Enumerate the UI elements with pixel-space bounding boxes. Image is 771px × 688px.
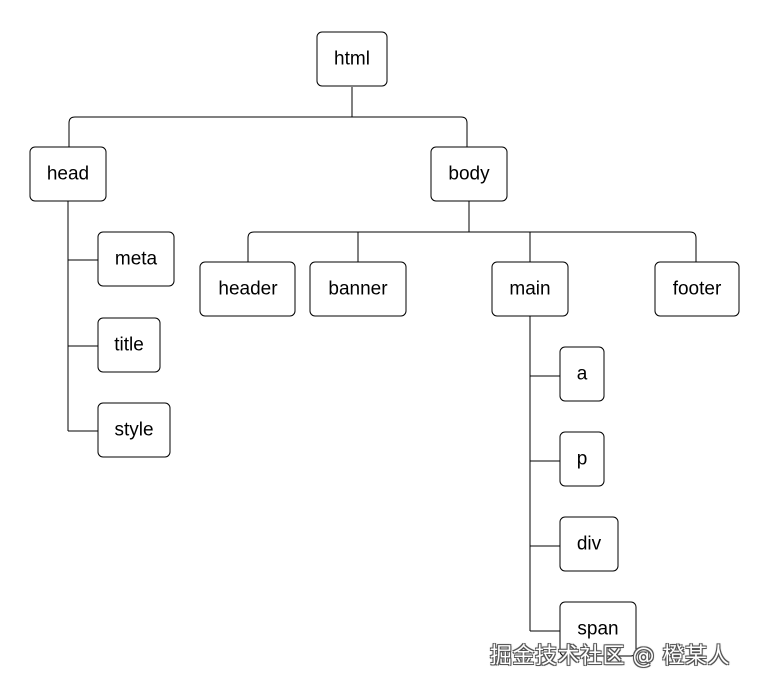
tree-node-body: body bbox=[430, 146, 508, 202]
tree-node-banner: banner bbox=[309, 261, 407, 317]
node-label-title: title bbox=[114, 335, 144, 356]
tree-node-p: p bbox=[559, 431, 605, 487]
node-label-banner: banner bbox=[328, 279, 388, 300]
node-label-p: p bbox=[577, 449, 588, 470]
node-label-head: head bbox=[47, 164, 89, 185]
tree-node-span: span bbox=[559, 601, 637, 657]
node-label-style: style bbox=[114, 420, 153, 441]
node-label-body: body bbox=[448, 164, 490, 185]
edge-html-children bbox=[68, 87, 468, 147]
tree-node-html: html bbox=[316, 31, 388, 87]
node-label-span: span bbox=[577, 619, 618, 640]
node-label-a: a bbox=[577, 364, 588, 385]
node-label-div: div bbox=[577, 534, 602, 555]
watermark-text: 掘金技术社区 @ 橙某人 bbox=[490, 644, 730, 669]
edge-head-children bbox=[67, 201, 98, 432]
tree-node-footer: footer bbox=[654, 261, 740, 317]
node-label-html: html bbox=[334, 49, 370, 70]
node-label-header: header bbox=[218, 279, 278, 300]
node-label-main: main bbox=[509, 279, 550, 300]
tree-connectors bbox=[67, 87, 697, 632]
node-label-footer: footer bbox=[673, 279, 722, 300]
tree-node-a: a bbox=[559, 346, 605, 402]
tree-node-style: style bbox=[97, 402, 171, 458]
edge-body-children bbox=[247, 201, 697, 262]
edge-main-children bbox=[529, 316, 560, 632]
tree-node-main: main bbox=[491, 261, 569, 317]
tree-node-head: head bbox=[29, 146, 107, 202]
tree-node-header: header bbox=[199, 261, 296, 317]
tree-node-div: div bbox=[559, 516, 619, 572]
tree-node-meta: meta bbox=[97, 231, 175, 287]
tree-node-title: title bbox=[97, 317, 161, 373]
node-label-meta: meta bbox=[115, 249, 158, 270]
